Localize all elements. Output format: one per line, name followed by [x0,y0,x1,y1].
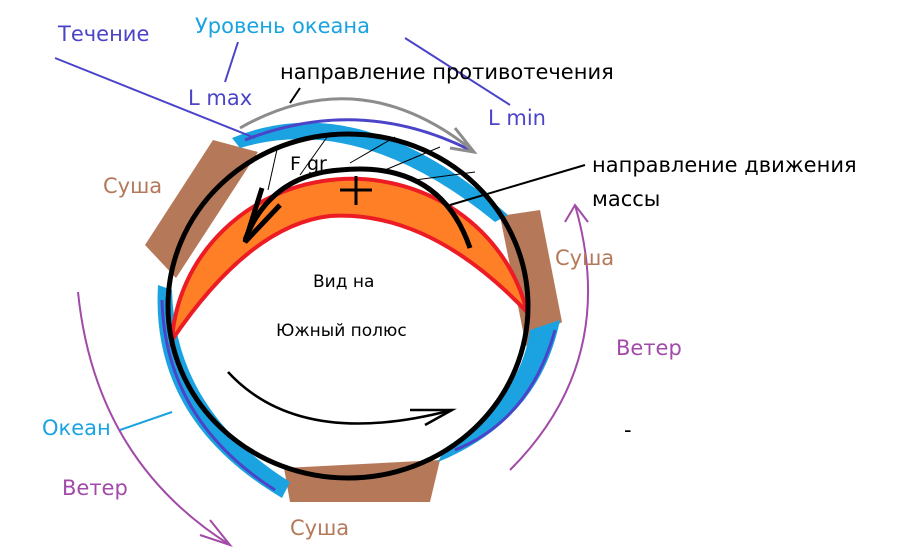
wind-arrow-left [77,291,231,546]
wind-arrowhead-right [564,203,589,223]
mass-pointer [449,164,586,206]
label-force: F gr [290,153,327,175]
ocean-pointer [119,411,173,431]
label-counter-current: направление противотечения [280,60,614,84]
current-arrow-left [160,299,276,492]
label-current: Течение [58,22,150,46]
label-l-min: L min [488,106,546,130]
label-mass-direction-1: направление движения [592,153,857,177]
mass-motion-arrowhead [242,187,282,244]
current-arrow-right [454,329,557,452]
label-mass-direction-2: массы [592,187,661,211]
label-land-top-left: Суша [103,174,163,198]
wind-arrowhead-left [199,519,233,548]
label-ocean-level: Уровень океана [195,14,370,38]
mass-region [169,176,531,348]
mass-motion-arrow [242,166,473,249]
label-land-right: Суша [555,246,615,270]
counter-current-arrow [239,97,473,152]
label-dash: - [624,418,632,442]
ocean-level-pointer [224,41,239,83]
l-min-pointer [404,37,511,106]
label-view-2: Южный полюс [276,321,407,341]
ocean-band-top [232,122,508,222]
ocean-band-right [438,320,560,462]
current-pointer [54,57,256,139]
label-l-max: L max [188,86,253,110]
label-wind-left: Ветер [62,476,128,500]
rotation-arrowhead [410,408,457,427]
wind-arrow-right [509,204,590,471]
counter-pointer [289,87,301,104]
counter-current-arrowhead [449,127,478,155]
current-arrow-top [244,118,471,152]
label-land-bottom: Суша [290,516,350,540]
label-ocean: Океан [42,416,111,440]
plus-sign [340,176,372,205]
force-lines [267,132,476,191]
rotation-arrow [227,371,453,425]
label-view-1: Вид на [313,272,375,292]
earth-circle [165,131,531,481]
label-wind-right: Ветер [616,336,682,360]
